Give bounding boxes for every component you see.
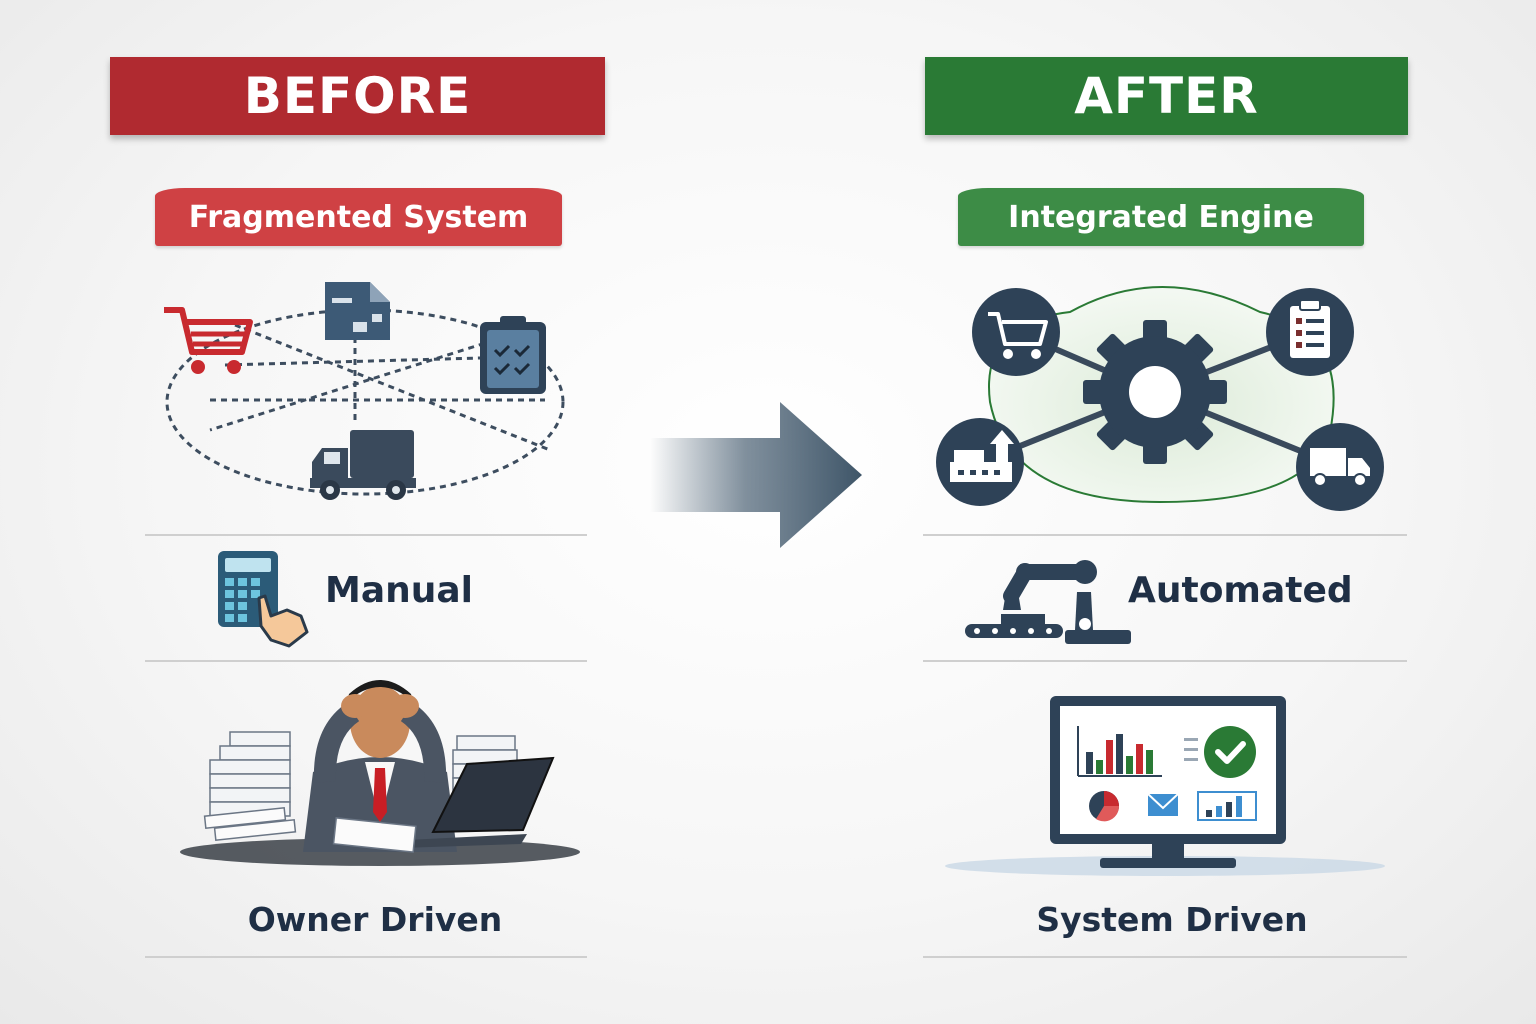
laptop	[401, 756, 555, 848]
robot-arm-icon	[965, 560, 1131, 644]
calculator-hand-icon	[218, 551, 309, 648]
dashboard-monitor-icon	[945, 696, 1385, 876]
before-divider-2	[145, 660, 587, 662]
papers-on-desk	[203, 807, 417, 853]
gear-hub-icon	[1083, 320, 1227, 464]
bar-chart-icon	[1077, 726, 1162, 777]
after-subheading: Integrated Engine	[1008, 199, 1314, 235]
before-subheading: Fragmented System	[188, 199, 529, 235]
clipboard-icon	[1266, 288, 1354, 376]
clipboard-checklist-icon	[480, 316, 546, 394]
stressed-person-illustration	[180, 680, 580, 866]
before-process-label: Manual	[325, 570, 474, 611]
before-divider-1	[145, 534, 587, 536]
after-driver-label: System Driven	[1036, 900, 1308, 939]
integrated-engine-diagram	[936, 286, 1384, 511]
mail-icon	[1147, 793, 1179, 816]
shopping-cart-icon	[972, 288, 1060, 376]
after-banner: AFTER	[925, 57, 1408, 135]
after-process-label: Automated	[1128, 570, 1353, 611]
fragmented-system-diagram	[164, 282, 565, 500]
after-divider-1	[923, 534, 1407, 536]
paper-stack-left	[209, 731, 291, 817]
before-heading: BEFORE	[243, 67, 472, 125]
after-heading: AFTER	[1074, 67, 1259, 125]
check-icon	[1204, 726, 1256, 778]
person	[303, 680, 457, 852]
right-arrow-icon	[650, 402, 862, 548]
document-icon	[325, 282, 390, 340]
small-bar-chart-icon	[1197, 791, 1257, 821]
shopping-cart-icon	[164, 307, 253, 374]
pie-chart-icon	[1089, 791, 1120, 822]
after-divider-3	[923, 956, 1407, 958]
truck-icon	[310, 430, 416, 500]
before-banner: BEFORE	[110, 57, 605, 135]
list-lines	[1184, 738, 1198, 761]
factory-icon	[936, 418, 1024, 506]
after-divider-2	[923, 660, 1407, 662]
before-subheading-pill: Fragmented System	[155, 188, 562, 246]
truck-icon	[1296, 423, 1384, 511]
before-driver-label: Owner Driven	[247, 900, 503, 939]
after-subheading-pill: Integrated Engine	[958, 188, 1364, 246]
before-divider-3	[145, 956, 587, 958]
